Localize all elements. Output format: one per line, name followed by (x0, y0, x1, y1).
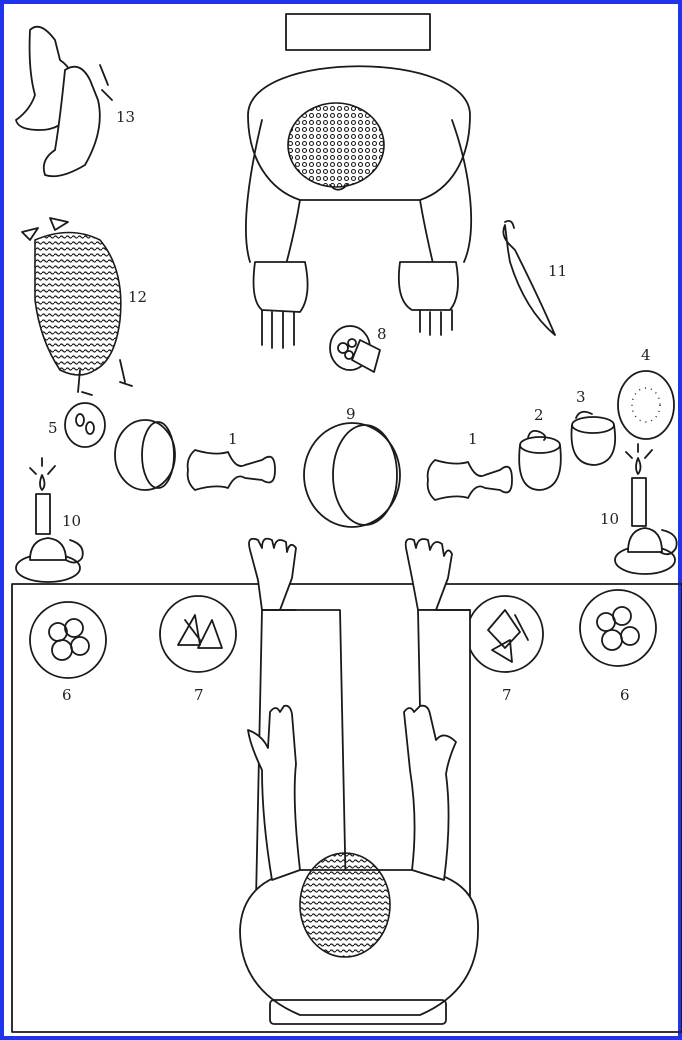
label-plate-4: 4 (641, 348, 651, 363)
bowl-7-left (160, 596, 236, 672)
top-figure (246, 14, 471, 348)
vessel-left-1 (188, 450, 275, 490)
dish-5 (65, 403, 105, 447)
label-vessel-left: 1 (228, 432, 238, 447)
label-vessel-right: 1 (468, 432, 478, 447)
label-guinea-fowl: 12 (128, 290, 147, 305)
bowl-7-right (467, 596, 543, 672)
plate-4 (618, 371, 674, 439)
vessel-right-1 (428, 460, 512, 500)
dish-8 (330, 326, 380, 372)
label-candle-left: 10 (62, 514, 81, 529)
bottom-figure (240, 539, 478, 1024)
cup-3 (571, 412, 615, 465)
label-hens: 13 (116, 110, 135, 125)
label-candle-right: 10 (600, 512, 619, 527)
label-bowl6-right: 6 (620, 688, 630, 703)
candle-right-10 (615, 444, 677, 574)
label-bowl-9: 9 (346, 407, 356, 422)
label-dish-5: 5 (48, 421, 58, 436)
label-knife: 11 (548, 264, 567, 279)
hens-13 (16, 27, 112, 177)
bowl-6-left (30, 602, 106, 678)
cup-2 (519, 431, 561, 490)
label-bowl7-left: 7 (194, 688, 204, 703)
guinea-fowl-12 (22, 218, 132, 395)
label-cup-3: 3 (576, 390, 586, 405)
label-bowl6-left: 6 (62, 688, 72, 703)
bowl-9 (304, 423, 400, 527)
bowl-6-right (580, 590, 656, 666)
label-bowl7-right: 7 (502, 688, 512, 703)
bowl-left (115, 420, 175, 490)
label-cup-2: 2 (534, 408, 544, 423)
label-dish-8: 8 (377, 327, 387, 342)
